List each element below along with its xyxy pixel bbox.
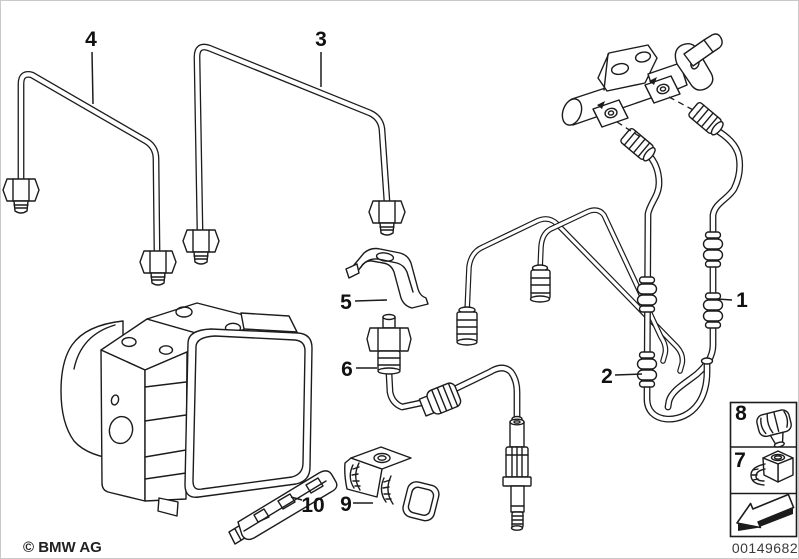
leader-line-5: [354, 299, 388, 302]
callout-6: 6: [341, 358, 353, 381]
image-number: 00149682: [732, 540, 798, 556]
callout-1: 1: [736, 289, 748, 312]
brake-pipe-1: [664, 124, 744, 411]
direction-arrow-icon: [736, 493, 795, 531]
assembly-dash-line: [616, 121, 643, 139]
nut-holder-7-icon: [750, 450, 794, 486]
flow-arrow-icon: [597, 101, 605, 109]
callout-10: 10: [301, 494, 324, 517]
callout-2: 2: [601, 365, 613, 388]
brake-pipe-4: [2, 71, 177, 286]
leader-line-2: [614, 373, 643, 376]
bmw-copyright: © BMW AG: [23, 539, 102, 556]
callout-3: 3: [315, 28, 327, 51]
pipe-nut: [368, 200, 406, 236]
retaining-bracket-5: [345, 247, 429, 309]
callout-9: 9: [340, 493, 352, 516]
hose-open-end: [700, 357, 714, 365]
pipe-nut: [2, 178, 40, 214]
callout-5: 5: [340, 291, 352, 314]
abs-control-unit: [184, 328, 313, 498]
fitting-6: [366, 313, 412, 375]
spring-clip: [380, 475, 394, 505]
assembly-dash-line: [668, 96, 698, 113]
legend-box: [729, 401, 798, 538]
pipe-nut: [139, 250, 177, 286]
pipe-holder-10: [228, 470, 338, 545]
pipe-end-fitting-right: [529, 264, 551, 303]
abs-hydro-unit: [60, 302, 313, 517]
brake-hose-6: [366, 313, 532, 531]
callout-4: 4: [85, 28, 97, 51]
callout-8: 8: [735, 402, 747, 425]
flow-arrow-icon: [649, 77, 657, 85]
callout-7: 7: [734, 449, 746, 472]
pipe-end-fitting-left: [456, 306, 478, 346]
hose-union-nut: [418, 382, 462, 417]
cylinder-end-cap: [561, 98, 583, 126]
pipe-holder-9: [344, 446, 440, 522]
leader-line-10: [290, 496, 303, 501]
callouts: 4 3 1 2 5 6 9 10 8 7: [85, 28, 748, 517]
brake-pipe-2: [643, 149, 714, 423]
pipe-nut: [182, 229, 220, 265]
clip-8-icon: [756, 409, 792, 448]
middle-brake-pipes: [456, 207, 686, 374]
brake-pipe-3: [182, 43, 406, 265]
spring-clip: [349, 462, 361, 491]
threaded-end-stud: [502, 418, 532, 531]
hose-collars: [636, 231, 724, 388]
leader-line-1: [716, 298, 733, 301]
master-brake-cylinder: [561, 33, 723, 139]
hose-top-fitting-right: [688, 101, 724, 136]
hose-top-fitting-left: [620, 127, 656, 162]
reservoir-flange: [597, 44, 658, 92]
leader-line-4: [91, 51, 94, 105]
